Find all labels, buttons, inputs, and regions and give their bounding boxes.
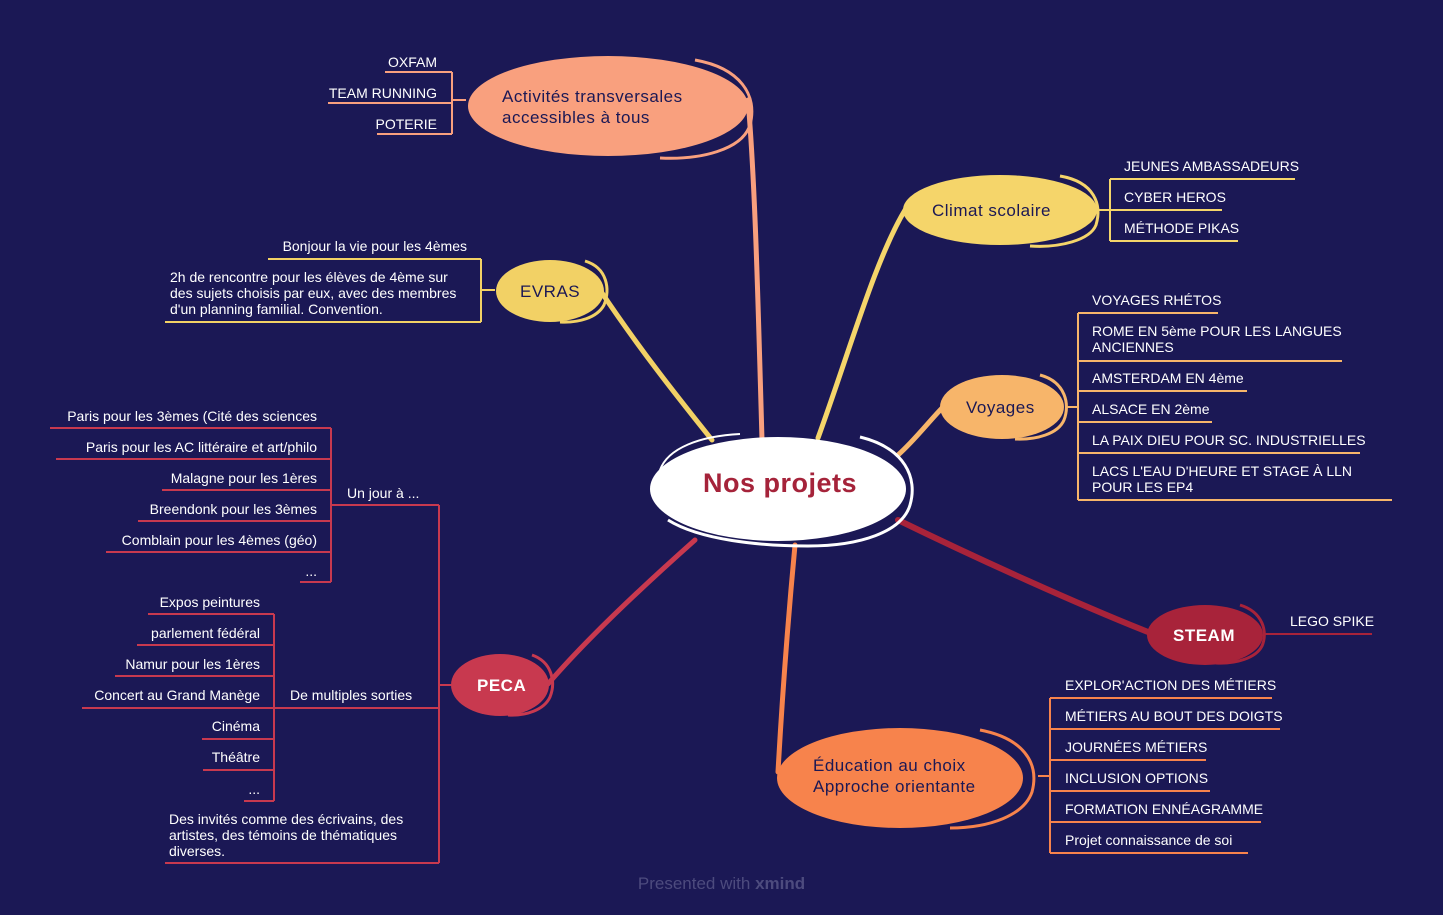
connector-steam [895, 517, 1151, 635]
peca-un-jour-item: Breendonk pour les 3èmes [149, 501, 317, 517]
voyages-subtree [1066, 312, 1392, 501]
node-activites[interactable] [468, 56, 754, 160]
peca-sorties-item: Concert au Grand Manège [94, 687, 260, 703]
voyages-item: AMSTERDAM EN 4ème [1092, 370, 1244, 386]
connector-evras [597, 287, 715, 443]
climat-item: JEUNES AMBASSADEURS [1124, 158, 1300, 174]
connector-activites [745, 97, 765, 443]
peca-un-jour-item: ... [305, 563, 317, 579]
education-subtree [1038, 697, 1280, 854]
node-education[interactable] [777, 728, 1036, 830]
center-title: Nos projets [702, 468, 858, 498]
watermark: Presented with xmind [637, 874, 806, 893]
climat-title: Climat scolaire [932, 201, 1051, 220]
peca-un-jour-item: Paris pour les 3èmes (Cité des sciences [67, 408, 317, 424]
activites-title: Activités transversales accessibles à to… [502, 87, 683, 127]
peca-un-jour-item: Malagne pour les 1ères [170, 470, 317, 486]
peca-un-jour-title: Un jour à ... [347, 485, 420, 501]
voyages-item: LACS L'EAU D'HEURE ET STAGE À LLN POUR L… [1092, 463, 1353, 495]
connector-peca [545, 537, 698, 687]
peca-sorties-item: Namur pour les 1ères [125, 656, 260, 672]
evras-item: 2h de rencontre pour les élèves de 4ème … [170, 269, 457, 317]
evras-title: EVRAS [520, 282, 581, 301]
steam-item: LEGO SPIKE [1290, 613, 1375, 629]
steam-title: STEAM [1173, 626, 1235, 645]
education-item: FORMATION ENNÉAGRAMME [1065, 801, 1264, 817]
activites-item: POTERIE [375, 116, 437, 132]
climat-subtree [1098, 178, 1295, 242]
education-title: Éducation au choix Approche orientante [813, 756, 976, 796]
evras-subtree [165, 258, 495, 323]
peca-un-jour-item: Paris pour les AC littéraire et art/phil… [85, 439, 317, 455]
activites-subtree [328, 71, 466, 135]
education-item: JOURNÉES MÉTIERS [1065, 739, 1208, 755]
node-evras[interactable] [496, 259, 609, 324]
peca-sorties-title: De multiples sorties [290, 687, 413, 703]
connector-voyages [895, 402, 948, 458]
activites-item: TEAM RUNNING [328, 85, 437, 101]
peca-invites: Des invités comme des écrivains, des art… [169, 811, 404, 859]
voyages-title: Voyages [966, 398, 1035, 417]
education-item: EXPLOR'ACTION DES MÉTIERS [1065, 677, 1277, 693]
node-steam[interactable] [1147, 603, 1266, 665]
peca-sorties-item: ... [248, 781, 260, 797]
education-item: Projet connaissance de soi [1065, 832, 1233, 848]
climat-item: CYBER HEROS [1124, 189, 1226, 205]
climat-item: MÉTHODE PIKAS [1124, 220, 1240, 236]
connector-climat [815, 207, 908, 441]
connector-education [775, 542, 798, 775]
node-peca[interactable] [451, 653, 555, 717]
peca-sorties-item: Cinéma [211, 718, 260, 734]
node-voyages[interactable] [940, 373, 1068, 441]
voyages-item: LA PAIX DIEU POUR SC. INDUSTRIELLES [1092, 432, 1366, 448]
peca-title: PECA [477, 676, 527, 695]
education-item: INCLUSION OPTIONS [1065, 770, 1209, 786]
peca-sorties-item: Expos peintures [159, 594, 260, 610]
education-item: MÉTIERS AU BOUT DES DOIGTS [1065, 708, 1283, 724]
node-climat[interactable] [903, 174, 1100, 248]
evras-item: Bonjour la vie pour les 4èmes [282, 238, 467, 254]
peca-un-jour-item: Comblain pour les 4èmes (géo) [121, 532, 317, 548]
peca-sorties-item: Théâtre [211, 749, 260, 765]
peca-sorties-item: parlement fédéral [151, 625, 260, 641]
activites-item: OXFAM [387, 54, 437, 70]
node-center[interactable] [650, 433, 914, 548]
voyages-item: VOYAGES RHÉTOS [1092, 292, 1222, 308]
voyages-item: ROME EN 5ème POUR LES LANGUES ANCIENNES [1092, 323, 1342, 355]
voyages-item: ALSACE EN 2ème [1092, 401, 1210, 417]
peca-subtree [50, 427, 452, 864]
